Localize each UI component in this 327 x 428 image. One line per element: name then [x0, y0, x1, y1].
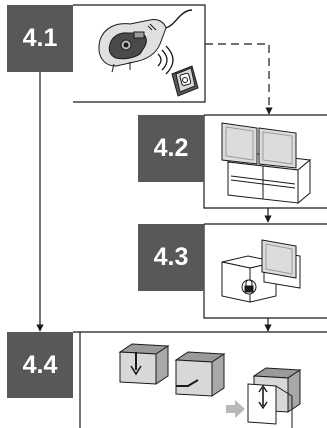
panel-4-1-frame [73, 4, 206, 103]
step-label-4-1: 4.1 [7, 5, 73, 72]
step-label-4-3: 4.3 [138, 224, 204, 291]
double-cabinet-icon [221, 122, 312, 205]
wireless-signal-icon [157, 45, 174, 75]
step-label-4-2: 4.2 [138, 115, 204, 182]
panel-4-2-frame [203, 114, 327, 209]
dashed-connector-4-1-to-4-2 [205, 43, 273, 115]
cabinet-slide-step-icon [174, 351, 226, 397]
panel-4-4-frame [73, 331, 327, 428]
lock-icon [241, 279, 257, 295]
step-label-4-4: 4.4 [7, 332, 73, 398]
cabinet-down-step-icon [118, 343, 170, 385]
grey-next-arrow-icon [226, 400, 245, 418]
wall-switch-icon [171, 65, 199, 97]
panel-4-3-frame [203, 223, 327, 319]
remote-handset-icon [98, 9, 193, 73]
corner-cabinets-icon [221, 239, 301, 303]
cabinet-lift-step-icon [247, 367, 302, 428]
